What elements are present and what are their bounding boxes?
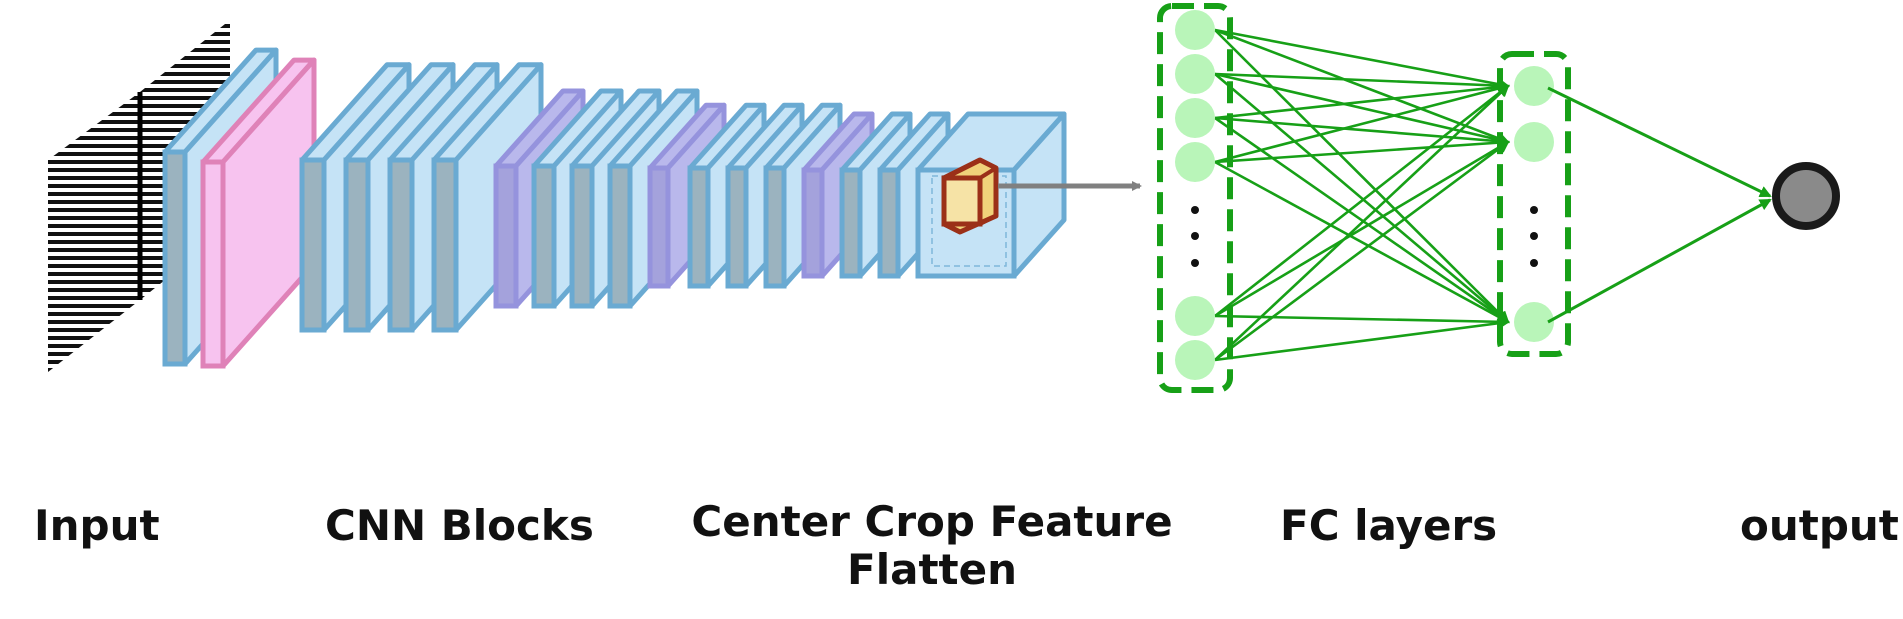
output-node-icon (1772, 162, 1840, 230)
fc1-node-3 (1175, 98, 1215, 138)
fc1-node-1 (1175, 10, 1215, 50)
fc2-node-3 (1514, 302, 1554, 342)
fc1-node-6 (1175, 340, 1215, 380)
fc1-node-2 (1175, 54, 1215, 94)
fc-layer2-box (1497, 51, 1571, 357)
fc2-node-2 (1514, 122, 1554, 162)
center-crop-icon (941, 157, 999, 235)
fc-layer2-ellipsis (1530, 206, 1538, 267)
output-edge-bottom (1547, 198, 1772, 324)
center-crop-label: Center Crop Feature (691, 497, 1173, 546)
cnn-blocks (162, 47, 1067, 369)
flatten-label: Flatten (847, 545, 1017, 594)
output-edge-top (1547, 86, 1772, 198)
cnn-block-2 (200, 57, 317, 369)
fc-connections (1214, 28, 1510, 362)
fc-layer1-nodes (1175, 10, 1215, 380)
fc2-node-1 (1514, 66, 1554, 106)
fc1-node-4 (1175, 142, 1215, 182)
fc-layer1-ellipsis (1191, 206, 1199, 267)
input-label: Input (34, 501, 160, 550)
output-label: output (1740, 501, 1899, 550)
fc1-node-5 (1175, 296, 1215, 336)
fc-layers-label: FC layers (1280, 501, 1498, 550)
fc-layer2-nodes (1514, 66, 1554, 342)
cnn-blocks-label: CNN Blocks (325, 501, 594, 550)
fc-layer1-box (1157, 3, 1233, 393)
